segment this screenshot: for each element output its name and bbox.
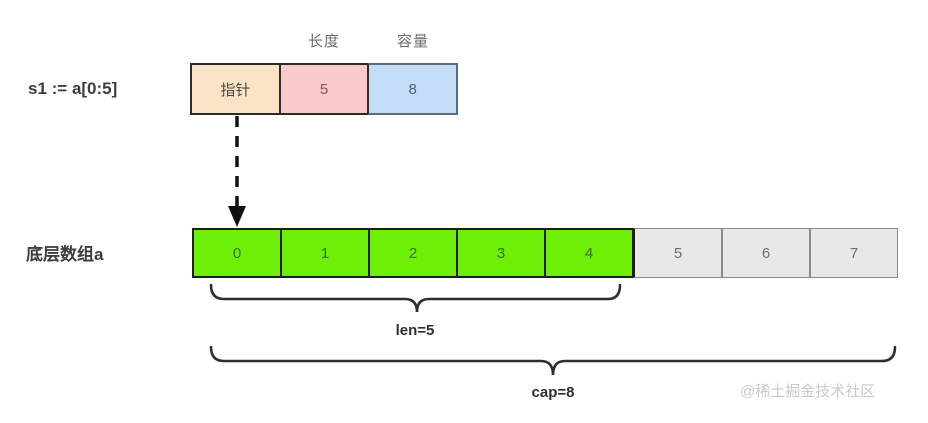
array-cell: 3 [457, 228, 545, 278]
watermark: @稀土掘金技术社区 [740, 383, 876, 400]
array-cell: 4 [545, 228, 633, 278]
array-row-label: 底层数组a [26, 245, 104, 264]
array-cell: 0 [192, 228, 281, 278]
cap-brace-icon [209, 345, 897, 376]
slice-row-label: s1 := a[0:5] [28, 79, 118, 98]
len-brace-icon [209, 283, 622, 313]
array-cell: 2 [369, 228, 457, 278]
array-cell: 5 [633, 228, 722, 278]
column-header-capacity: 容量 [396, 33, 429, 50]
len-caption: len=5 [395, 322, 435, 339]
pointer-arrow-icon [228, 116, 246, 227]
column-header-length: 长度 [307, 33, 340, 50]
array-cell: 6 [722, 228, 810, 278]
slice-field-length: 5 [279, 63, 369, 115]
cap-caption: cap=8 [531, 384, 575, 401]
slice-field-capacity: 8 [368, 63, 459, 115]
array-cell: 7 [810, 228, 898, 278]
slice-header-struct: 指针 5 8 [190, 63, 459, 115]
array-cell: 1 [281, 228, 369, 278]
slice-field-pointer: 指针 [190, 63, 280, 115]
backing-array: 0 1 2 3 4 5 6 7 [192, 228, 898, 278]
